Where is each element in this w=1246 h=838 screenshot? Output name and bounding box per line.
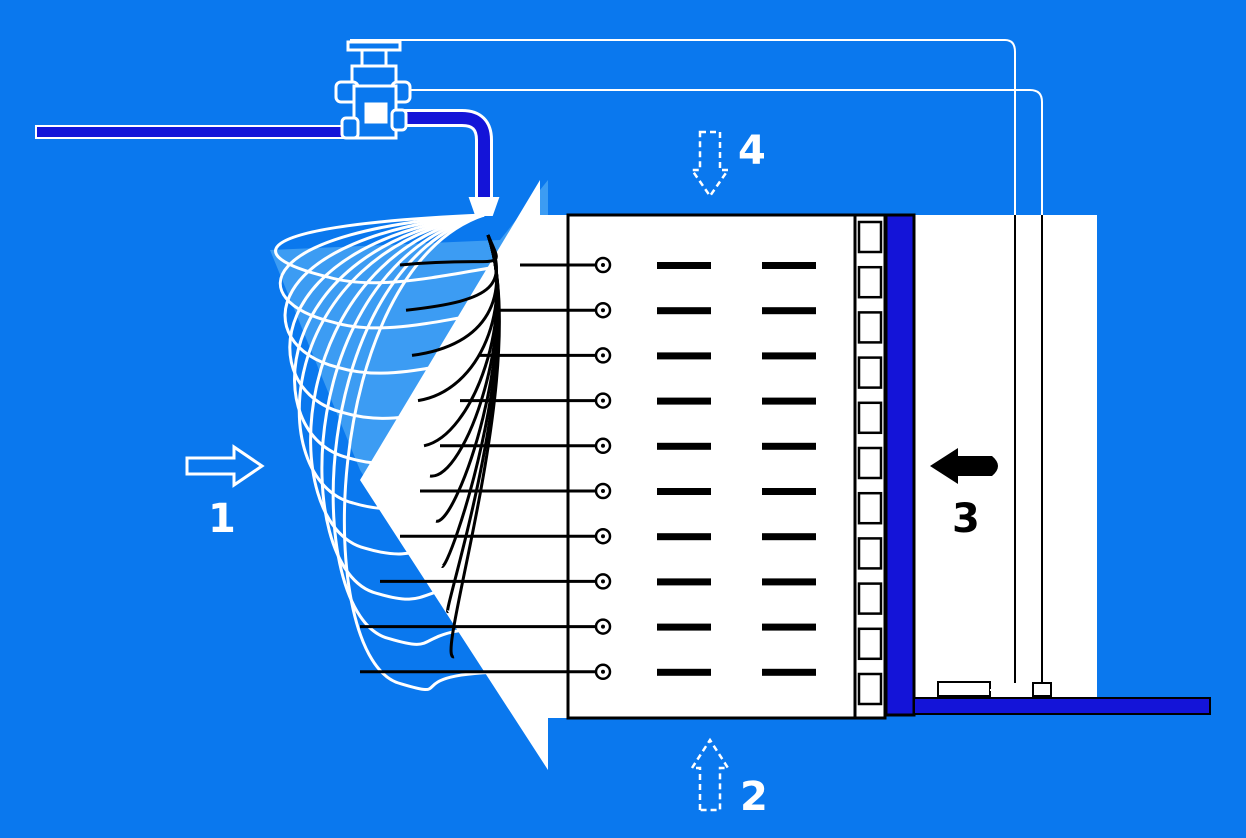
arrow-down-dashed-icon (689, 130, 731, 199)
spray-loop (342, 213, 521, 692)
pad-slot (657, 352, 711, 360)
ladder-rung (857, 311, 883, 344)
vertical-pipe (884, 213, 916, 717)
ladder-rung (857, 446, 883, 480)
ladder-rung (857, 401, 883, 435)
spray-node-dot (601, 308, 605, 313)
arrow-left-solid-icon (930, 448, 998, 484)
ladder-rung (857, 627, 883, 661)
pad-slot (657, 668, 711, 676)
pad-slot (762, 442, 816, 450)
ladder-rung (857, 491, 883, 525)
spray-loop (283, 213, 521, 375)
spray-loop (331, 213, 521, 646)
ladder-rung (857, 672, 883, 706)
pad-slot (762, 623, 816, 631)
control-wire-inner (405, 89, 1043, 683)
pad-slot (657, 488, 711, 495)
ladder-rungs (857, 220, 883, 706)
pad-slot (657, 533, 711, 541)
spray-loops (274, 213, 521, 692)
nozzle-pipe-core (398, 112, 490, 198)
spray-node-dot (601, 489, 605, 493)
spray-node-dot (601, 443, 605, 448)
spray-node-dot (601, 263, 605, 267)
supply-pipe (35, 125, 349, 139)
spray-node-dot (601, 398, 605, 403)
ladder-rung (857, 220, 883, 254)
bottom-pipe (913, 697, 1211, 715)
spray-node-dot (601, 353, 605, 358)
pad-slot (762, 307, 816, 315)
pad-slot (762, 533, 816, 541)
pad-slot (657, 578, 711, 586)
humidifier-pad (566, 213, 857, 720)
spray-loop (293, 213, 521, 466)
pad-slot (762, 262, 816, 269)
spray-loop (274, 213, 521, 285)
arrow-right-outline-icon (185, 444, 265, 488)
label-4: 4 (738, 128, 766, 174)
spray-loop (297, 213, 521, 511)
sensor-small (1032, 682, 1052, 697)
pad-slot (762, 578, 816, 586)
pad-slot (657, 307, 711, 315)
arrow-up-dashed-icon (689, 737, 731, 812)
ladder-rung (857, 265, 883, 299)
spray-nozzle-icon (468, 197, 500, 216)
label-2: 2 (740, 774, 768, 820)
ladder-rung (857, 537, 883, 570)
label-1: 1 (208, 496, 236, 542)
spray-node-dot (601, 624, 605, 629)
spray-lines (360, 234, 596, 674)
spray-loop (309, 213, 521, 556)
spray-stream (449, 234, 501, 659)
pad-slot (762, 668, 816, 676)
spray-node-dot (601, 534, 605, 539)
ladder-rung (857, 582, 883, 615)
pad-slot (657, 262, 711, 269)
pad-slot (657, 623, 711, 631)
spray-loop (320, 213, 521, 601)
label-3: 3 (952, 496, 980, 542)
sensor-box (937, 681, 991, 697)
pad-slot (762, 352, 816, 360)
spray-loop (288, 213, 521, 420)
spray-loop (278, 213, 521, 330)
pad-slot (762, 397, 816, 405)
pad-slot (657, 397, 711, 405)
valve-icon (334, 40, 412, 140)
pad-slot (657, 442, 711, 450)
spray-node-dot (601, 579, 605, 584)
ladder-rung (857, 356, 883, 389)
pad-slots (657, 262, 816, 676)
spray-node-dot (601, 669, 605, 674)
pad-slot (762, 488, 816, 495)
